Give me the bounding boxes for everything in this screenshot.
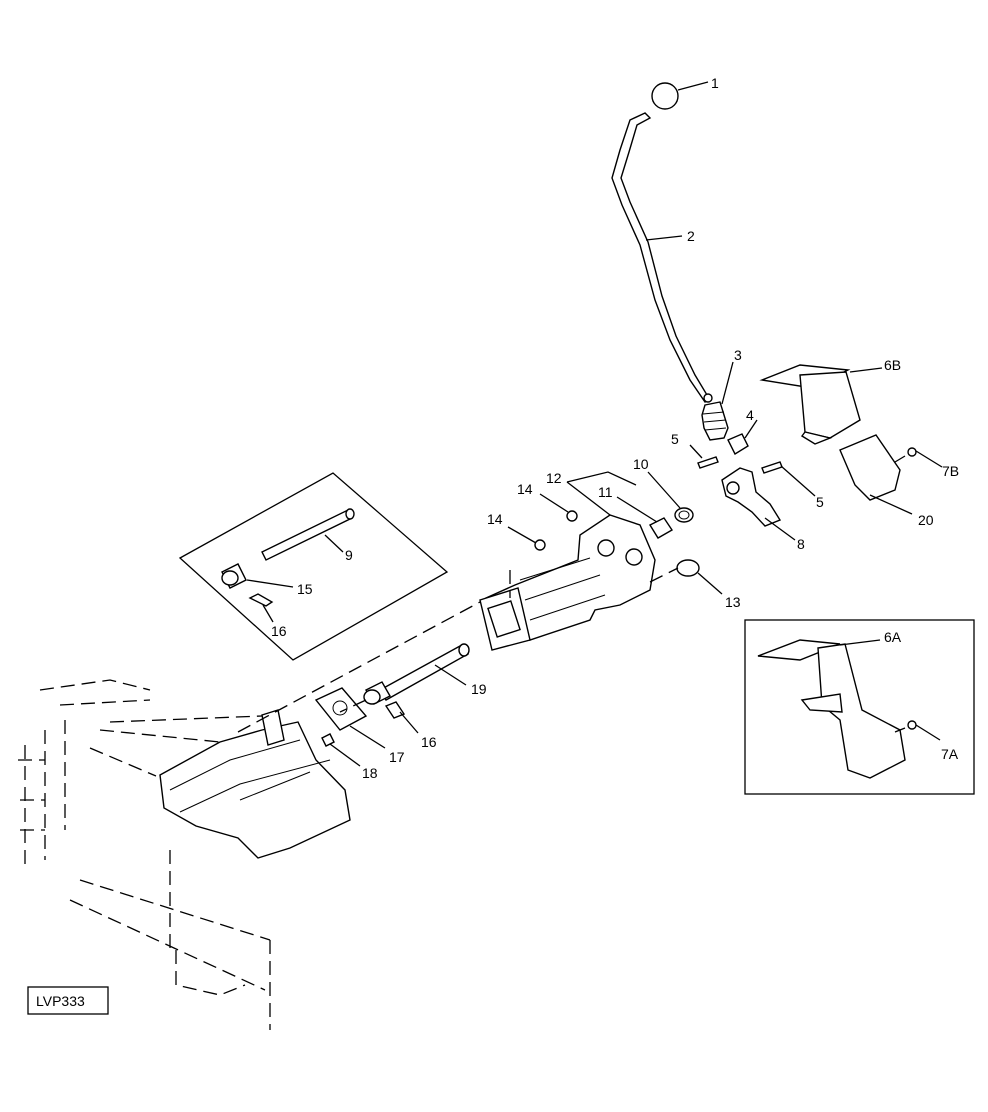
callout-7b: 7B [942,463,959,479]
pin-18 [321,733,335,747]
callout-13: 13 [725,594,741,610]
callout-10: 10 [633,456,649,472]
callout-7a: 7A [941,746,959,762]
callout-8: 8 [797,536,805,552]
callout-20: 20 [918,512,934,528]
lever-boot [701,393,729,441]
gasket-17 [314,687,368,731]
callout-12: 12 [546,470,562,486]
cover-20 [839,434,901,501]
callout-6a: 6A [884,629,902,645]
plug-13 [676,559,700,577]
callout-3: 3 [734,347,742,363]
callout-16a: 16 [271,623,287,639]
figure-id-text: LVP333 [36,993,85,1009]
callout-17: 17 [389,749,405,765]
callout-5b: 5 [816,494,824,510]
inset-kit-box [178,472,449,661]
figure-id-tag: LVP333 [27,986,109,1015]
pin-5b [761,461,783,474]
shift-knob [651,82,679,110]
callout-11: 11 [598,484,613,500]
seal-10 [674,507,694,523]
callout-14a: 14 [517,481,533,497]
bushing-4 [727,433,749,455]
lever-bracket [721,467,782,527]
callout-4: 4 [746,407,754,423]
callout-1: 1 [711,75,719,91]
callout-14b: 14 [487,511,503,527]
bushing-11 [649,517,673,539]
bolt-7b [894,447,917,463]
callout-16b: 16 [421,734,437,750]
cap-screw-14a [566,510,578,522]
callout-19: 19 [471,681,487,697]
shift-shaft [379,643,470,701]
shift-housing [479,514,656,651]
pin-5a [697,456,719,469]
callout-18: 18 [362,765,378,781]
shift-lever [611,112,712,403]
callout-9: 9 [345,547,353,563]
inset-6a-box [744,619,975,795]
callout-5a: 5 [671,431,679,447]
callout-2: 2 [687,228,695,244]
cap-screw-14b [534,539,546,551]
pin-16b [384,701,406,719]
transmission-case [159,709,351,859]
bushing-shaft [363,681,391,705]
callout-15: 15 [297,581,313,597]
mount-bracket-6b [759,364,861,445]
callout-6b: 6B [884,357,901,373]
